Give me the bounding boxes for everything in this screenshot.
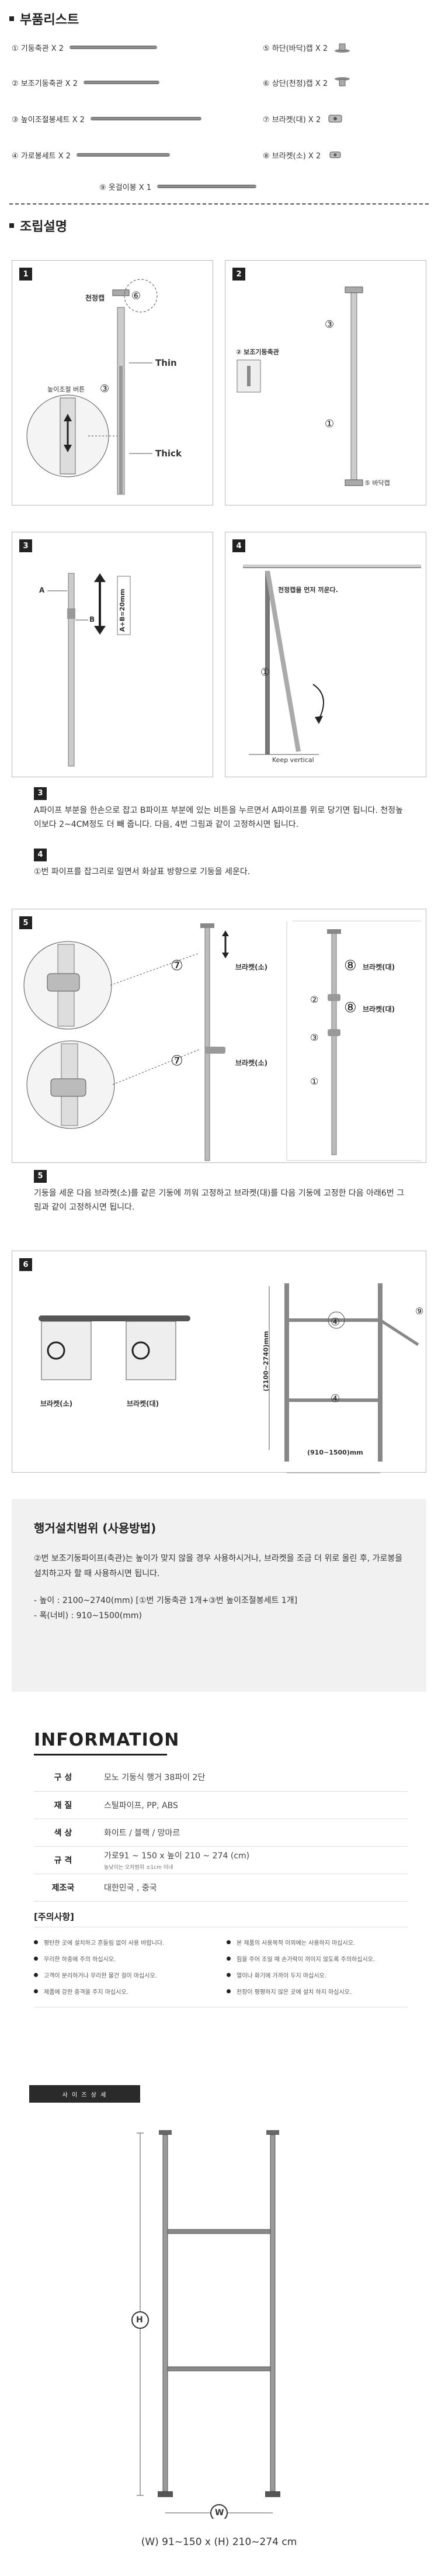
pole-shape xyxy=(69,46,158,49)
svg-text:⑧: ⑧ xyxy=(344,957,357,974)
size-detail-label: 사 이 즈 상 세 xyxy=(29,2085,140,2103)
step-4-illustration: ① xyxy=(243,565,421,755)
step-3-illustration xyxy=(47,573,131,767)
hanger-range-desc: ②번 보조기둥파이프(축관)는 높이가 맞지 않을 경우 사용하시거나, 브라켓… xyxy=(34,1554,403,1578)
part-item: ⑤ 하단(바닥)캡 X 2 xyxy=(263,39,351,56)
svg-text:①: ① xyxy=(310,1076,318,1087)
svg-text:④: ④ xyxy=(331,1393,340,1405)
section-bullet-icon xyxy=(9,16,14,21)
step-4-note: 4 ①번 파이프를 잡그리로 일면서 화살표 방향으로 기둥을 세운다. xyxy=(0,847,438,879)
caution-item: 고객이 분리하거나 무리한 물건 걸이 마십시오. xyxy=(34,1967,215,1983)
step-2-illustration: ③ ① xyxy=(237,286,363,486)
caution-title: [주의사항] xyxy=(34,1906,408,1927)
parts-list-title: 부품리스트 xyxy=(0,2,438,35)
height-mark: H xyxy=(136,2315,143,2325)
caution-item: 제품에 강한 충격을 주지 마십시오. xyxy=(34,1983,215,2000)
pole-shape xyxy=(90,117,201,120)
information-title: INFORMATION xyxy=(34,1730,179,1756)
caution-item: 무리한 하중에 주의 하십시오. xyxy=(34,1951,215,1967)
svg-text:⑦: ⑦ xyxy=(171,957,183,974)
step-3-panel: 3 A B A+B=20mm xyxy=(12,532,213,777)
part-item: ⑧ 브라켓(소) X 2 xyxy=(263,146,344,164)
svg-text:③: ③ xyxy=(310,1032,318,1043)
parts-list: ① 기둥축관 X 2 ② 보조기둥축관 X 2 ③ 높이조절봉세트 X 2 ④ … xyxy=(9,35,429,205)
pole-shape xyxy=(84,81,159,84)
caution-list: 평탄한 곳에 설치하고 흔들림 없이 사용 바랍니다. 본 제품의 사용목적 이… xyxy=(34,1927,408,2007)
hanger-range-box: 행거설치범위 (사용방법) ②번 보조기둥파이프(축관)는 높이가 맞지 않을 … xyxy=(12,1499,426,1692)
step-2-panel: 2 ③ ① ② 보조기둥축관 ⑤ 바닥캡 xyxy=(225,260,426,505)
height-range: - 높이 : 2100~2740(mm) [①번 기둥축관 1개+③번 높이조절… xyxy=(34,1596,298,1605)
assembly-title: 조립설명 xyxy=(0,209,67,242)
part-item: ③ 높이조절봉세트 X 2 xyxy=(12,110,201,127)
width-mark: W xyxy=(215,2508,224,2518)
step-6-illustration: ④ ④ ⑨ xyxy=(39,1283,423,1473)
hanger-range-title: 행거설치범위 (사용방법) xyxy=(34,1521,157,1535)
step-1-panel: 1 ③ ⑥ 천정캡 Thin Thick 높이조절 버튼 xyxy=(12,260,213,505)
svg-text:⑨: ⑨ xyxy=(415,1306,423,1317)
step-3-note: 3 A파이프 부분을 한손으로 잡고 B파이프 부분에 있는 비튼을 누르면서 … xyxy=(0,786,438,832)
caution-item: 힘을 주어 조일 때 손가락이 끼이지 않도록 주의하십시오. xyxy=(227,1951,408,1967)
step-4-panel: 4 ① 천정캡을 먼저 끼운다. Keep vertical xyxy=(225,532,426,777)
pole-shape xyxy=(157,185,257,188)
small-bracket-icon xyxy=(329,151,341,158)
caution-item: 천장이 평평하지 않은 곳에 설치 하지 마십시오. xyxy=(227,1983,408,2000)
svg-text:①: ① xyxy=(325,418,334,430)
svg-text:④: ④ xyxy=(331,1316,340,1328)
svg-text:⑦: ⑦ xyxy=(171,1052,183,1069)
svg-text:⑥: ⑥ xyxy=(131,290,141,302)
caution-item: 평탄한 곳에 설치하고 흔들림 없이 사용 바랍니다. xyxy=(34,1934,215,1951)
step-5-illustration: ⑦ ⑦ ⑧ ⑧ ② ③ ① xyxy=(23,920,421,1161)
part-item: ⑨ 옷걸이봉 X 1 xyxy=(99,178,257,195)
part-item: ⑦ 브라켓(대) X 2 xyxy=(263,110,344,127)
width-range: - 폭(너비) : 910~1500(mm) xyxy=(34,1611,142,1621)
svg-text:③: ③ xyxy=(325,318,334,331)
caution-item: 본 제품의 사용목적 이외에는 사용하지 마십시오. xyxy=(227,1934,408,1951)
step-5-note: 5 기둥을 세운 다음 브라켓(소)를 같은 기둥에 끼워 고정하고 브라켓(대… xyxy=(0,1169,438,1214)
step-6-panel: 6 ④ ④ ⑨ 브라켓(소) 브라켓(대) (2100~2740)mm (910… xyxy=(12,1251,426,1473)
size-caption: (W) 91~150 x (H) 210~274 cm xyxy=(141,2536,297,2548)
caution-item: 열이나 화기에 가까이 두지 마십시오. xyxy=(227,1967,408,1983)
section-bullet-icon xyxy=(9,223,14,228)
size-detail-illustration xyxy=(131,2130,280,2519)
step-1-illustration: ③ ⑥ xyxy=(26,279,158,495)
svg-text:⑧: ⑧ xyxy=(344,999,357,1016)
pole-shape xyxy=(77,153,171,157)
floor-cap-icon xyxy=(335,43,350,53)
part-item: ② 보조기둥축관 X 2 xyxy=(12,74,159,91)
large-bracket-icon xyxy=(328,115,342,123)
part-item: ① 기둥축관 X 2 xyxy=(12,39,158,56)
part-item: ④ 가로봉세트 X 2 xyxy=(12,146,171,164)
svg-text:①: ① xyxy=(260,666,270,678)
svg-text:③: ③ xyxy=(100,383,109,395)
svg-text:②: ② xyxy=(310,994,318,1005)
ceiling-cap-icon xyxy=(335,77,350,86)
part-item: ⑥ 상단(천정)캡 X 2 xyxy=(263,74,351,91)
step-5-panel: 5 ⑦ ⑦ ⑧ ⑧ ② xyxy=(12,909,426,1163)
